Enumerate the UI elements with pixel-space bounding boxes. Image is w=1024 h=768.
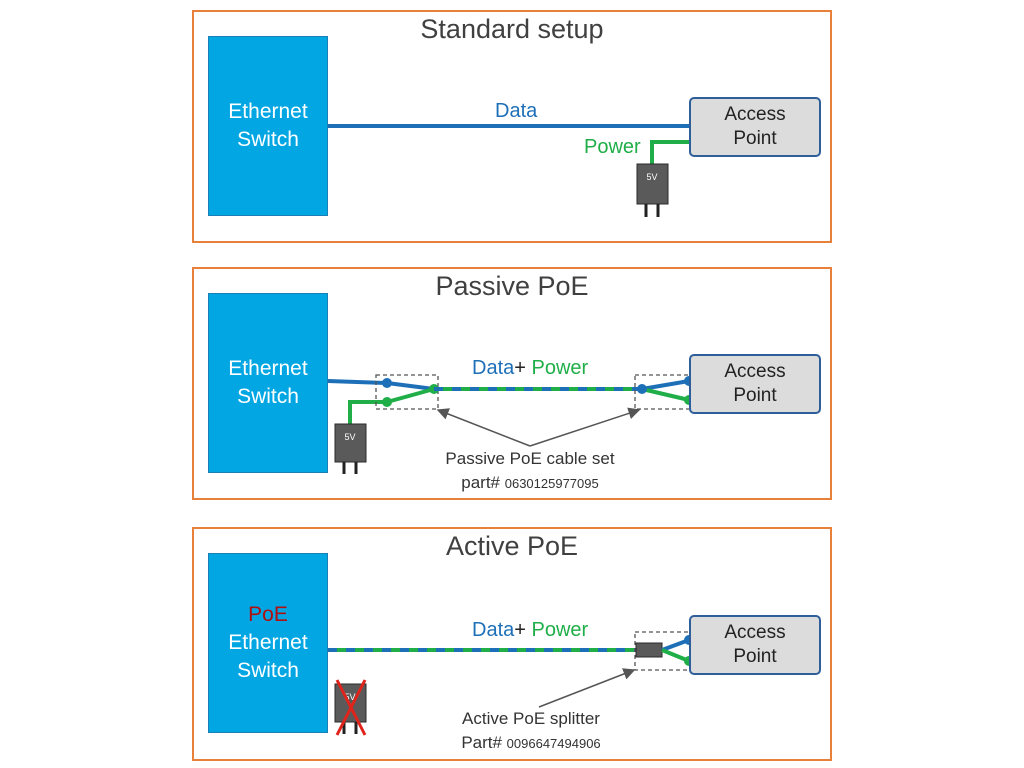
callout-arrow-right xyxy=(529,407,641,447)
power-adapter: 5V xyxy=(334,423,367,474)
data-power-label: Data+ Power xyxy=(472,357,588,380)
switch-label-line1: Ethernet xyxy=(228,357,308,380)
switch-label-line2: Switch xyxy=(237,128,299,151)
ap-label-line2: Point xyxy=(733,385,777,406)
plus-sign: + xyxy=(514,619,526,641)
caption-prefix: part# xyxy=(461,473,505,492)
poe-ethernet-switch: PoE Ethernet Switch xyxy=(208,553,328,733)
ap-label-line1: Access xyxy=(724,622,786,643)
adapter-voltage: 5V xyxy=(344,432,355,442)
standard-setup-panel: Standard setup 5V Ethernet Switch Access… xyxy=(192,10,832,243)
adapter-voltage: 5V xyxy=(344,692,355,702)
caption-title: Passive PoE cable set xyxy=(445,449,615,468)
callout-arrow xyxy=(538,668,636,708)
switch-label-line2: Switch xyxy=(237,659,299,682)
power-adapter: 5V xyxy=(636,163,669,217)
splitter-box xyxy=(634,631,692,671)
passive-wiring: 5V xyxy=(327,374,694,474)
panel-title: Active PoE xyxy=(445,531,579,561)
panel-title: Standard setup xyxy=(420,14,604,44)
cable-set-caption: Passive PoE cable set part# 063012597709… xyxy=(442,449,618,493)
access-point: Access Point xyxy=(689,615,821,675)
passive-poe-panel: Passive PoE 5V xyxy=(192,267,832,500)
ap-label-line1: Access xyxy=(724,361,786,382)
part-number: 0630125977095 xyxy=(504,476,599,491)
data-cable-in xyxy=(327,379,388,385)
power-cable xyxy=(650,140,689,164)
switch-label-line1: Ethernet xyxy=(228,100,308,123)
active-poe-panel: Active PoE 5V PoE Ethernet Switch A xyxy=(192,527,832,761)
unneeded-power-adapter: 5V xyxy=(334,679,367,736)
ap-label-line2: Point xyxy=(733,646,777,667)
splitter-device xyxy=(635,642,663,658)
adapter-voltage: 5V xyxy=(646,172,657,182)
switch-label-line1: Ethernet xyxy=(228,631,308,654)
caption-title: Active PoE splitter xyxy=(462,709,600,728)
data-label: Data xyxy=(495,100,538,122)
access-point: Access Point xyxy=(689,354,821,414)
data-power-label: Data+ Power xyxy=(472,619,588,642)
power-label: Power xyxy=(531,619,589,641)
standard-wiring: 5V xyxy=(328,124,689,217)
switch-poe-label: PoE xyxy=(248,603,288,626)
ap-label-line2: Point xyxy=(733,128,777,149)
panel-title: Passive PoE xyxy=(435,271,589,301)
data-label: Data xyxy=(472,357,515,379)
plus-sign: + xyxy=(514,357,526,379)
ethernet-switch: Ethernet Switch xyxy=(208,36,328,216)
callout-arrow-left xyxy=(436,408,531,447)
active-wiring: 5V xyxy=(328,631,694,736)
ap-label-line1: Access xyxy=(724,104,786,125)
splitter-caption: Active PoE splitter Part# 0096647494906 xyxy=(449,709,613,753)
data-label: Data xyxy=(472,619,515,641)
ethernet-switch: Ethernet Switch xyxy=(208,293,328,473)
power-label: Power xyxy=(584,136,641,158)
power-cable-in xyxy=(348,400,387,429)
access-point: Access Point xyxy=(689,97,821,157)
part-number: 0096647494906 xyxy=(506,736,601,751)
switch-label-line2: Switch xyxy=(237,385,299,408)
power-label: Power xyxy=(531,357,589,379)
caption-prefix: Part# xyxy=(461,733,507,752)
